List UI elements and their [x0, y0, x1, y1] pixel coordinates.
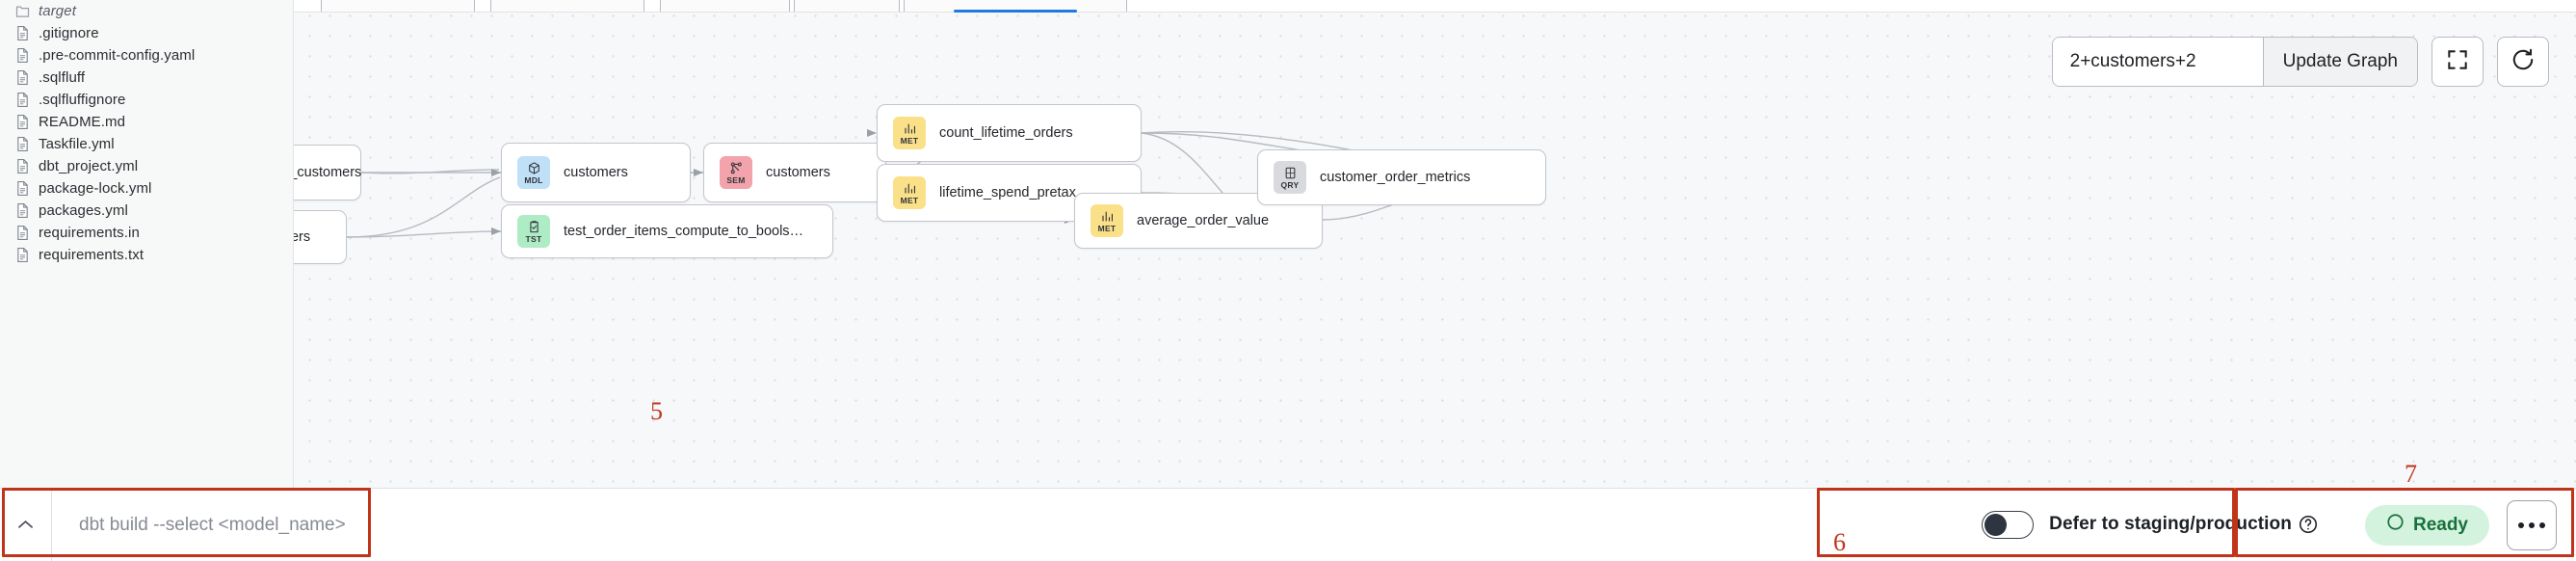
editor-tabstrip[interactable]: [294, 0, 2576, 13]
graph-selector-input[interactable]: 2+customers+2: [2052, 38, 2263, 86]
file-tree[interactable]: target .gitignore .pre-commit-config.yaml.…: [0, 0, 293, 266]
file-label: package-lock.yml: [39, 180, 152, 197]
tab-stub[interactable]: [794, 0, 900, 12]
file-icon: [15, 92, 30, 108]
bottom-bar-right-group: Defer to staging/production Ready: [1960, 489, 2576, 561]
graph-node-stg-customers[interactable]: stg_customers: [294, 145, 361, 200]
file-label: README.md: [39, 114, 126, 130]
toggle-knob: [1985, 514, 2008, 536]
file-label: .sqlfluffignore: [39, 92, 126, 108]
file-icon: [15, 158, 30, 174]
status-label: Ready: [2412, 514, 2468, 535]
file-icon: [15, 180, 30, 197]
bar-chart-icon: MET: [893, 176, 926, 209]
graph-toolbar[interactable]: 2+customers+2 Update Graph: [2051, 37, 2549, 87]
file-item-sqlfluff[interactable]: .sqlfluff: [0, 67, 293, 89]
semantic-layer-icon: SEM: [720, 156, 752, 189]
graph-node-orders[interactable]: orders: [294, 210, 347, 264]
file-item-taskfile-yml[interactable]: Taskfile.yml: [0, 133, 293, 155]
file-label: Taskfile.yml: [39, 136, 115, 152]
graph-node-label: orders: [294, 229, 311, 245]
file-label: .gitignore: [39, 25, 99, 41]
tab-stub[interactable]: [321, 0, 475, 12]
circle-icon: [2386, 513, 2405, 537]
refresh-graph-button[interactable]: [2497, 37, 2549, 87]
graph-node-label: lifetime_spend_pretax: [939, 185, 1076, 200]
file-item-package-lock-yml[interactable]: package-lock.yml: [0, 177, 293, 200]
file-item-target[interactable]: target: [0, 0, 293, 22]
graph-node-test-order-items[interactable]: TST test_order_items_compute_to_bools…: [501, 204, 833, 258]
cube-icon: MDL: [517, 156, 550, 189]
file-icon: [15, 247, 30, 263]
file-icon: [15, 25, 30, 41]
graph-selector-combo[interactable]: 2+customers+2 Update Graph: [2051, 37, 2418, 87]
file-item-packages-yml[interactable]: packages.yml: [0, 200, 293, 222]
chevron-up-icon: [17, 516, 34, 535]
file-label: .pre-commit-config.yaml: [39, 47, 196, 64]
folder-icon: [15, 3, 30, 19]
graph-node-label: test_order_items_compute_to_bools…: [564, 224, 804, 239]
bar-chart-icon: MET: [1091, 204, 1123, 237]
file-explorer-sidebar[interactable]: target .gitignore .pre-commit-config.yaml.…: [0, 0, 294, 488]
file-label: packages.yml: [39, 202, 128, 219]
active-tab-indicator: [954, 10, 1077, 13]
status-bottom-bar: dbt build --select <model_name> Defer to…: [0, 488, 2576, 561]
tab-stub-active[interactable]: [904, 0, 1127, 12]
expand-icon: [2445, 47, 2470, 77]
file-icon: [15, 225, 30, 241]
file-item-readme-md[interactable]: README.md: [0, 111, 293, 133]
help-circle-icon[interactable]: [2298, 514, 2319, 535]
file-icon: [15, 69, 30, 86]
expand-graph-button[interactable]: [2431, 37, 2484, 87]
update-graph-button[interactable]: Update Graph: [2262, 38, 2417, 86]
defer-label-wrap: Defer to staging/production: [2049, 514, 2319, 535]
file-icon: [15, 114, 30, 130]
refresh-icon: [2510, 47, 2536, 77]
graph-node-label: customers: [766, 165, 830, 180]
graph-node-label: average_order_value: [1137, 213, 1270, 228]
file-item-dbt-project-yml[interactable]: dbt_project.yml: [0, 155, 293, 177]
file-label: requirements.in: [39, 225, 140, 241]
graph-node-customers-mdl[interactable]: MDL customers: [501, 143, 691, 202]
defer-toggle[interactable]: [1982, 511, 2035, 539]
file-label: target: [39, 3, 76, 19]
clipboard-check-icon: TST: [517, 215, 550, 248]
dbt-command-input[interactable]: dbt build --select <model_name>: [79, 514, 346, 535]
graph-node-count-lifetime-orders[interactable]: MET count_lifetime_orders: [877, 104, 1142, 162]
bar-chart-icon: MET: [893, 117, 926, 149]
file-icon: [15, 136, 30, 152]
file-label: .sqlfluff: [39, 69, 86, 86]
tab-stub[interactable]: [660, 0, 790, 12]
file-item-gitignore[interactable]: .gitignore: [0, 22, 293, 44]
query-icon: QRY: [1274, 161, 1306, 194]
file-item-requirements-txt[interactable]: requirements.txt: [0, 244, 293, 266]
file-item-sqlfluffignore[interactable]: .sqlfluffignore: [0, 89, 293, 111]
defer-label-text: Defer to staging/production: [2049, 514, 2292, 535]
graph-node-label: customer_order_metrics: [1320, 170, 1471, 185]
file-label: requirements.txt: [39, 247, 145, 263]
graph-node-customers-sem[interactable]: SEM customers: [703, 143, 886, 202]
ellipsis-icon: [2518, 521, 2545, 528]
more-options-button[interactable]: [2507, 499, 2557, 550]
graph-node-label: count_lifetime_orders: [939, 125, 1073, 141]
status-badge[interactable]: Ready: [2364, 504, 2489, 546]
graph-node-label: customers: [564, 165, 628, 180]
tab-stub[interactable]: [490, 0, 644, 12]
graph-node-label: stg_customers: [294, 165, 362, 180]
file-item-pre-commit-config-yaml[interactable]: .pre-commit-config.yaml: [0, 44, 293, 67]
collapse-panel-button[interactable]: [0, 488, 52, 561]
defer-control-group[interactable]: Defer to staging/production: [1960, 489, 2340, 561]
graph-node-customer-order-metrics[interactable]: QRY customer_order_metrics: [1257, 149, 1546, 205]
file-icon: [15, 202, 30, 219]
file-icon: [15, 47, 30, 64]
file-label: dbt_project.yml: [39, 158, 139, 174]
file-item-requirements-in[interactable]: requirements.in: [0, 222, 293, 244]
